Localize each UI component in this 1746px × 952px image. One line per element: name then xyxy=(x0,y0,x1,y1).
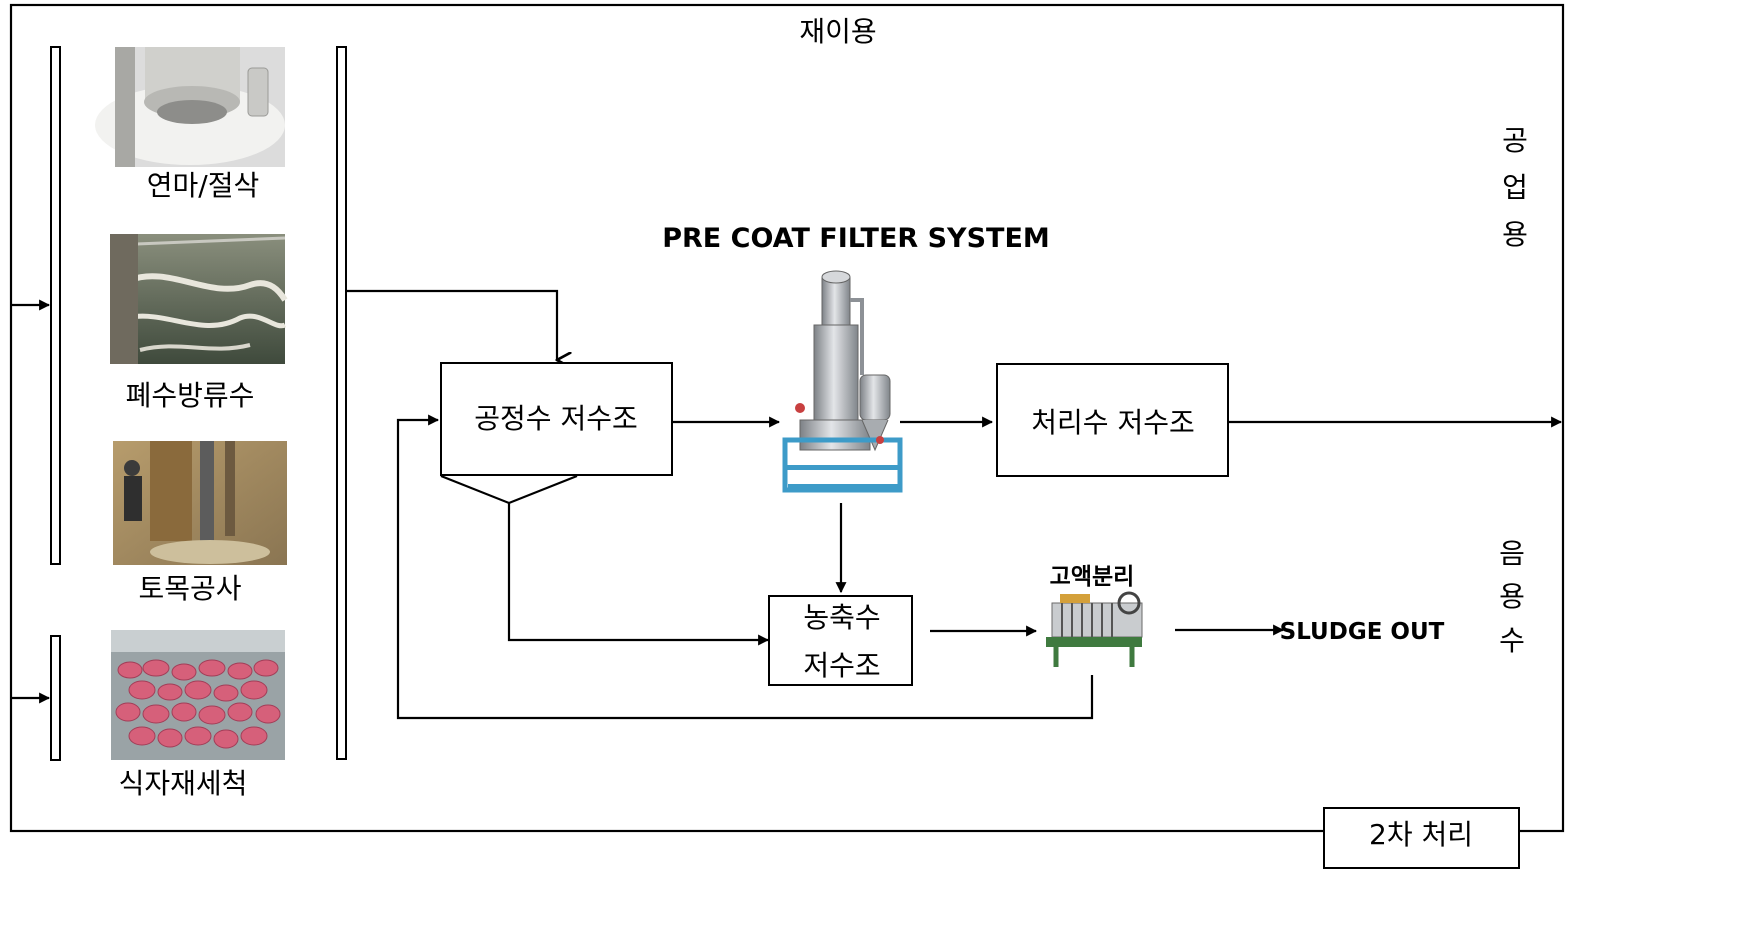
secondary-treatment-label: 2차 처리 xyxy=(1369,818,1473,851)
svg-text:용: 용 xyxy=(1499,580,1525,613)
outer-frame xyxy=(9,3,1565,833)
left-collection-bar-upper xyxy=(50,46,61,565)
secondary-treatment-box xyxy=(1323,807,1520,869)
process-tank-hopper xyxy=(440,474,578,505)
process-water-tank-label: 공정수 저수조 xyxy=(474,402,637,435)
wastewater-basin-photo xyxy=(109,234,288,364)
right-collection-bar xyxy=(336,46,347,760)
reuse-label: 재이용 xyxy=(799,15,876,48)
source-label-grinding: 연마/절삭 xyxy=(147,169,259,202)
grinding-machine-photo xyxy=(95,47,285,167)
inflow-arrow xyxy=(346,289,557,360)
svg-text:음: 음 xyxy=(1499,537,1525,570)
svg-text:용: 용 xyxy=(1502,218,1528,251)
sludge-out-label: SLUDGE OUT xyxy=(1280,619,1445,645)
filter-press-image xyxy=(1046,591,1143,667)
svg-text:업: 업 xyxy=(1502,171,1528,204)
food-washing-photo xyxy=(111,630,285,760)
concentrate-tank-label-2: 저수조 xyxy=(803,649,880,682)
svg-text:수: 수 xyxy=(1499,624,1525,657)
process-water-tank xyxy=(440,362,673,476)
source-label-foodwash: 식자재세척 xyxy=(119,767,248,800)
source-label-construction: 토목공사 xyxy=(138,572,241,605)
drinking-water-label: 음 용 수 xyxy=(1499,537,1525,657)
treated-water-tank-label: 처리수 저수조 xyxy=(1031,406,1194,439)
concentrate-tank-label-1: 농축수 xyxy=(803,601,880,634)
svg-text:공: 공 xyxy=(1502,124,1528,157)
treated-water-tank xyxy=(996,363,1229,477)
filtrate-return-arrow xyxy=(396,414,1094,720)
source-label-wastewater: 폐수방류수 xyxy=(126,379,255,412)
left-collection-bar-lower xyxy=(50,635,61,761)
concentrate-tank xyxy=(768,595,913,686)
industrial-use-label: 공 업 용 xyxy=(1502,124,1528,251)
pre-coat-filter-image xyxy=(782,270,903,493)
civil-construction-photo xyxy=(113,441,287,565)
separator-label: 고액분리 xyxy=(1050,564,1135,590)
system-title: PRE COAT FILTER SYSTEM xyxy=(662,223,1050,254)
hopper-to-concentrate-arrow xyxy=(507,503,770,646)
